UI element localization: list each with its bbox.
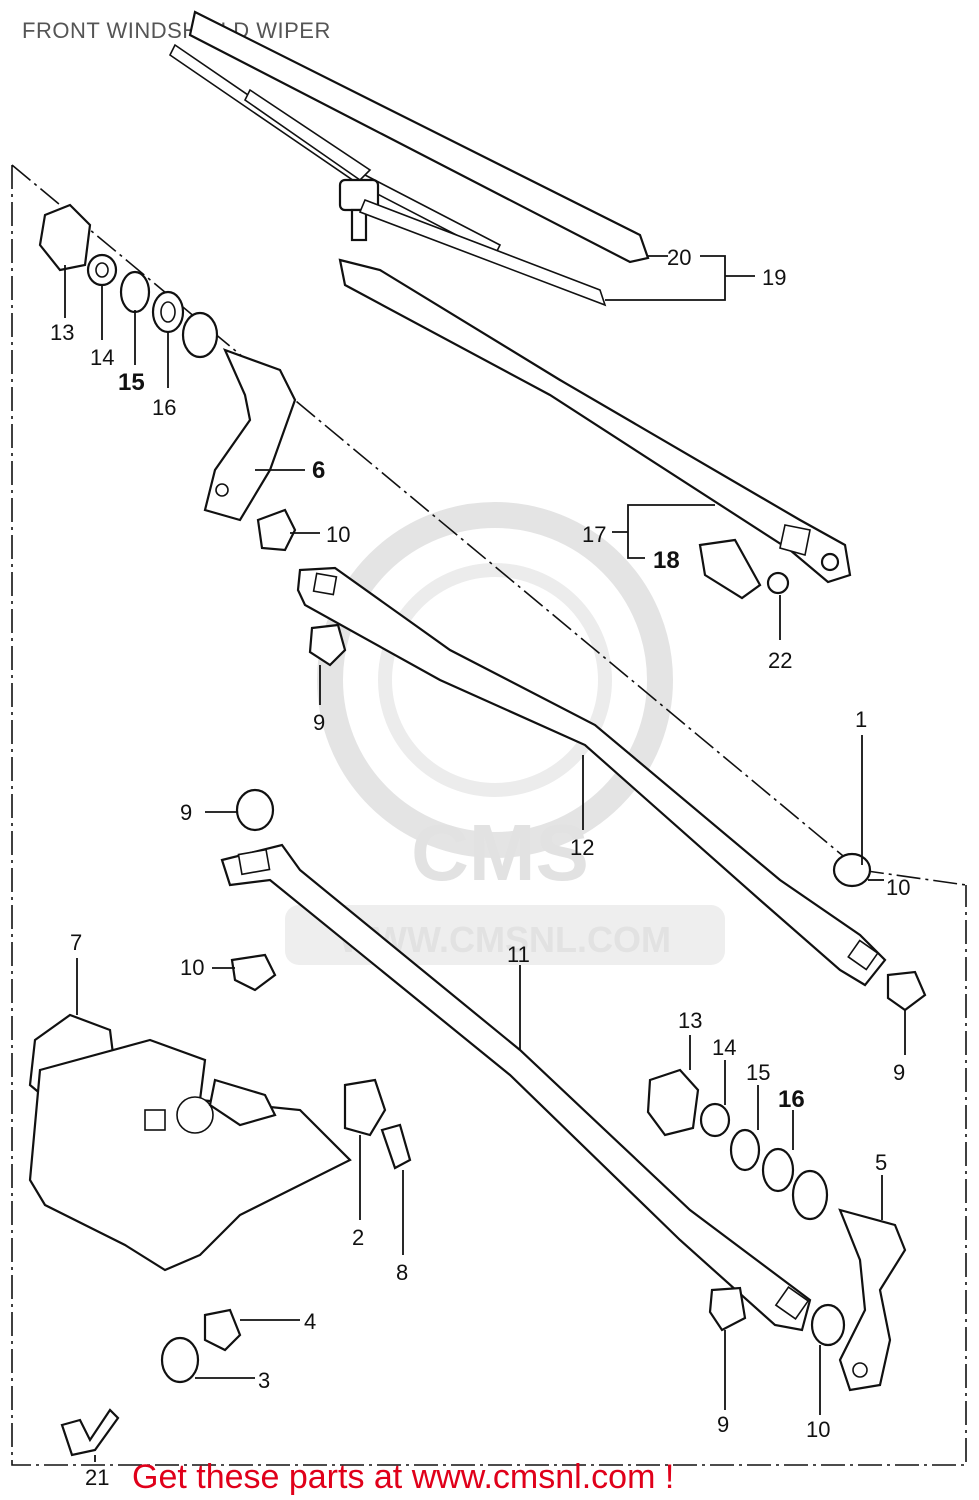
link-rod-12 xyxy=(296,566,887,987)
callout-18: 18 xyxy=(653,547,680,574)
assembly-boundary xyxy=(11,164,967,1466)
grommets-clips xyxy=(230,623,927,1347)
callout-5: 5 xyxy=(875,1150,887,1175)
callout-9: 9 xyxy=(893,1060,905,1085)
callout-6: 6 xyxy=(312,457,325,484)
callout-16: 16 xyxy=(152,395,176,420)
callout-12: 12 xyxy=(570,835,594,860)
callout-10: 10 xyxy=(180,955,204,980)
arm-cap xyxy=(698,538,762,600)
callout-10: 10 xyxy=(806,1417,830,1442)
callout-10: 10 xyxy=(886,875,910,900)
callout-7: 7 xyxy=(70,930,82,955)
link-rod-11 xyxy=(220,843,812,1332)
callout-14: 14 xyxy=(712,1035,736,1060)
callout-20: 20 xyxy=(667,245,691,270)
wiper-motor xyxy=(28,1013,352,1272)
callout-22: 22 xyxy=(768,648,792,673)
callout-11: 11 xyxy=(507,942,530,967)
callout-4: 4 xyxy=(304,1309,316,1334)
watermark-logo: CMS xyxy=(411,808,589,897)
callouts: 13 14 15 16 6 10 20 19 17 18 22 9 9 12 1… xyxy=(50,245,910,1490)
callout-9: 9 xyxy=(313,710,325,735)
callout-17: 17 xyxy=(582,522,606,547)
watermark: CMS WWW.CMSNL.COM xyxy=(285,502,725,965)
callout-14: 14 xyxy=(90,345,114,370)
callout-2: 2 xyxy=(352,1225,364,1250)
callout-3: 3 xyxy=(258,1368,270,1393)
wiper-arm xyxy=(338,258,852,584)
nut-22 xyxy=(766,571,790,595)
grommet-3 xyxy=(160,1336,200,1384)
callout-1: 1 xyxy=(855,707,867,732)
callout-21: 21 xyxy=(85,1465,109,1490)
callout-15: 15 xyxy=(118,369,145,396)
pivot-left xyxy=(38,203,297,552)
wiper-blade xyxy=(168,10,650,307)
callout-8: 8 xyxy=(396,1260,408,1285)
grommet-4 xyxy=(203,1308,242,1352)
footer-link[interactable]: Get these parts at www.cmsnl.com ! xyxy=(132,1458,674,1496)
callout-9: 9 xyxy=(717,1412,729,1437)
callout-13: 13 xyxy=(678,1008,702,1033)
page-title: FRONT WINDSHIELD WIPER xyxy=(22,18,331,43)
bushing-2 xyxy=(343,1078,387,1137)
bolt-21 xyxy=(60,1408,120,1457)
pivot-right xyxy=(646,1068,907,1392)
callout-19: 19 xyxy=(762,265,786,290)
callout-15: 15 xyxy=(746,1060,770,1085)
callout-16: 16 xyxy=(778,1086,805,1113)
collar-8 xyxy=(380,1123,412,1170)
callout-10: 10 xyxy=(326,522,350,547)
leader-lines xyxy=(64,255,906,1462)
callout-9: 9 xyxy=(180,800,192,825)
callout-13: 13 xyxy=(50,320,74,345)
